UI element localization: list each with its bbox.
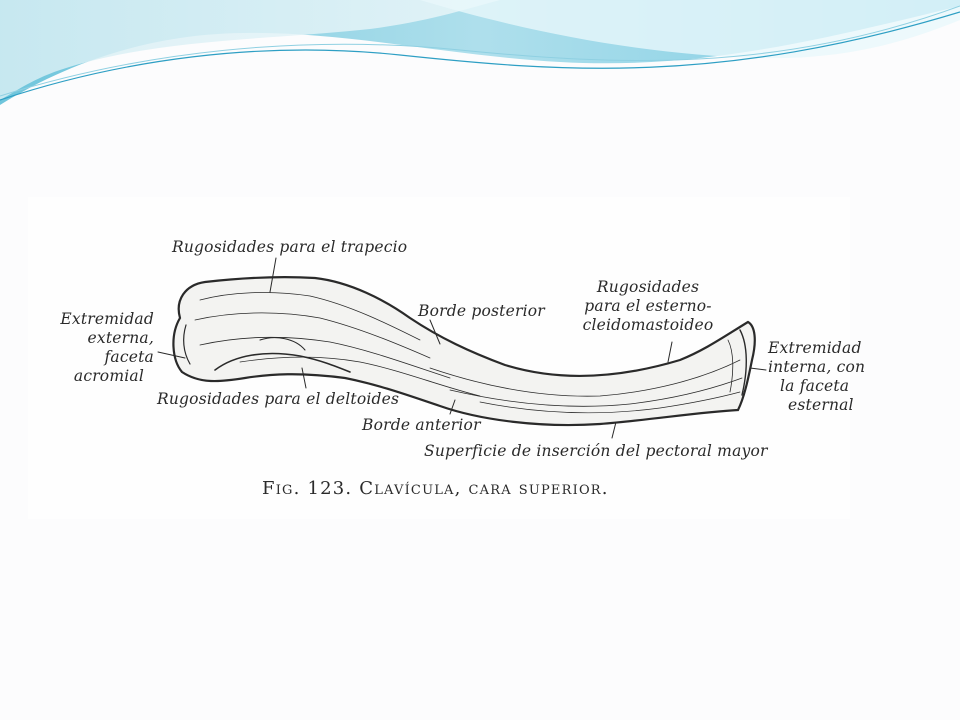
wave-header-decoration	[0, 0, 960, 105]
figure-caption: Fig. 123. Clavícula, cara superior.	[262, 478, 609, 499]
label-borde-posterior: Borde posterior	[418, 302, 545, 320]
label-acromial-3: faceta	[104, 348, 154, 366]
label-acromial-4: acromial	[73, 367, 144, 385]
label-esternal-2: interna, con	[768, 358, 866, 376]
label-esterno-2: para el esterno-	[584, 297, 712, 315]
leader-deltoides	[301, 367, 307, 389]
label-trapecio: Rugosidades para el trapecio	[172, 238, 408, 256]
leader-trapecio	[269, 257, 277, 293]
label-esternal-4: esternal	[788, 396, 854, 414]
clavicle-outline	[172, 276, 756, 427]
leader-borde-anterior	[449, 399, 456, 415]
label-pectoral: Superficie de inserción del pectoral may…	[424, 442, 768, 460]
label-borde-anterior: Borde anterior	[362, 416, 481, 434]
leader-borde-posterior	[429, 319, 441, 345]
leader-esternal	[749, 367, 767, 371]
leader-pectoral	[611, 421, 617, 439]
label-esternal-3: la faceta	[780, 377, 850, 395]
label-esternal-1: Extremidad	[768, 339, 862, 357]
label-esterno-3: cleidomastoideo	[582, 316, 714, 334]
label-acromial-1: Extremidad	[60, 310, 154, 328]
leader-esterno	[667, 341, 673, 363]
leader-acromial	[157, 351, 186, 359]
label-acromial-2: externa,	[87, 329, 154, 347]
label-deltoides: Rugosidades para el deltoides	[157, 390, 400, 408]
label-esterno-1: Rugosidades	[596, 278, 700, 296]
